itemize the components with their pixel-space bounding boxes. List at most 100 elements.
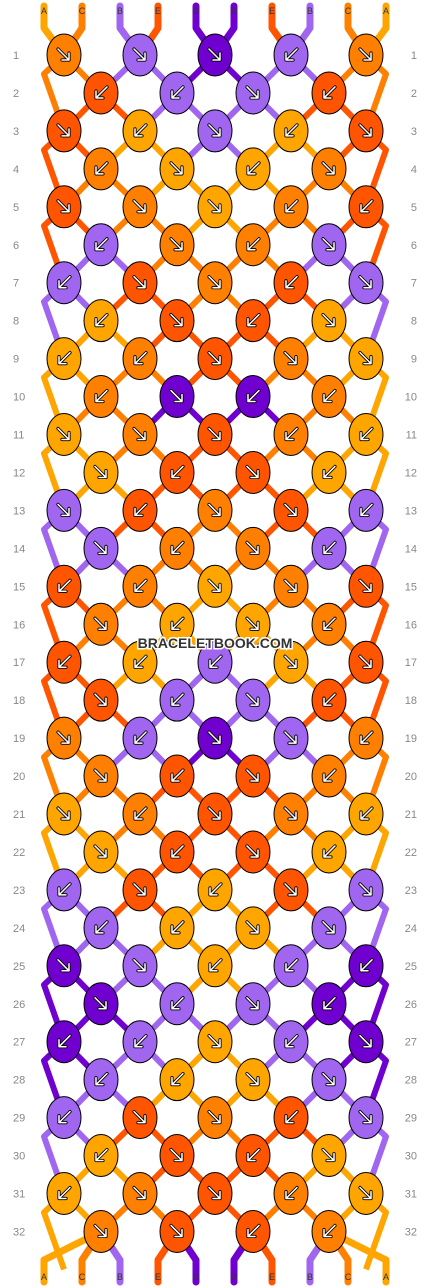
knot-forward[interactable] [46,413,82,456]
knot-forward[interactable] [122,261,158,305]
knot-backward[interactable] [311,1209,347,1253]
knot-backward[interactable] [273,1172,309,1215]
knot-forward[interactable] [311,299,347,343]
knot-forward[interactable] [197,33,233,77]
knot-forward[interactable] [197,185,233,229]
knot-backward[interactable] [348,944,384,988]
knot-forward[interactable] [348,261,384,305]
knot-backward[interactable] [273,944,309,988]
knot-backward[interactable] [311,602,347,646]
knot-forward[interactable] [235,830,271,874]
knot-backward[interactable] [159,754,195,798]
knot-forward[interactable] [197,1020,233,1064]
knot-backward[interactable] [46,261,82,305]
knot-backward[interactable] [311,71,347,115]
knot-forward[interactable] [197,792,233,836]
knot-forward[interactable] [273,868,309,912]
knot-backward[interactable] [46,1020,82,1064]
knot-forward[interactable] [348,868,384,912]
knot-forward[interactable] [122,33,158,77]
knot-backward[interactable] [159,830,195,874]
knot-backward[interactable] [311,982,347,1026]
knot-forward[interactable] [46,792,82,836]
knot-backward[interactable] [235,223,271,267]
knot-forward[interactable] [197,337,233,381]
knot-forward[interactable] [159,223,195,267]
knot-forward[interactable] [235,678,271,722]
knot-backward[interactable] [273,109,309,153]
knot-forward[interactable] [83,982,119,1026]
knot-backward[interactable] [348,413,384,456]
knot-backward[interactable] [159,602,195,646]
knot-backward[interactable] [273,413,309,456]
knot-backward[interactable] [83,299,119,343]
knot-forward[interactable] [83,602,119,646]
knot-forward[interactable] [159,1134,195,1178]
knot-forward[interactable] [83,830,119,874]
knot-backward[interactable] [159,982,195,1026]
knot-forward[interactable] [159,1209,195,1253]
knot-backward[interactable] [311,375,347,419]
knot-forward[interactable] [197,488,233,532]
knot-forward[interactable] [273,488,309,532]
knot-forward[interactable] [235,906,271,950]
knot-forward[interactable] [273,716,309,760]
knot-forward[interactable] [311,906,347,950]
knot-forward[interactable] [348,1096,384,1140]
knot-backward[interactable] [83,1058,119,1102]
knot-forward[interactable] [159,147,195,191]
knot-forward[interactable] [122,185,158,229]
knot-forward[interactable] [46,488,82,532]
knot-backward[interactable] [122,488,158,532]
knot-backward[interactable] [83,375,119,419]
knot-forward[interactable] [348,1020,384,1064]
knot-forward[interactable] [273,792,309,836]
knot-backward[interactable] [348,716,384,760]
knot-backward[interactable] [311,754,347,798]
knot-backward[interactable] [311,830,347,874]
knot-backward[interactable] [83,906,119,950]
knot-forward[interactable] [83,1209,119,1253]
knot-forward[interactable] [46,716,82,760]
knot-forward[interactable] [235,1058,271,1102]
knot-backward[interactable] [311,526,347,570]
knot-forward[interactable] [273,564,309,608]
knot-backward[interactable] [159,526,195,570]
knot-backward[interactable] [197,868,233,912]
knot-forward[interactable] [83,450,119,494]
knot-forward[interactable] [235,754,271,798]
knot-forward[interactable] [197,716,233,760]
knot-backward[interactable] [83,223,119,267]
knot-backward[interactable] [273,261,309,305]
knot-backward[interactable] [122,564,158,608]
knot-backward[interactable] [159,1058,195,1102]
knot-forward[interactable] [311,147,347,191]
knot-backward[interactable] [122,640,158,684]
knot-backward[interactable] [122,109,158,153]
knot-backward[interactable] [122,716,158,760]
knot-backward[interactable] [83,147,119,191]
knot-backward[interactable] [46,564,82,608]
knot-backward[interactable] [46,640,82,684]
knot-backward[interactable] [159,906,195,950]
knot-forward[interactable] [311,1134,347,1178]
knot-backward[interactable] [122,1020,158,1064]
knot-forward[interactable] [46,185,82,229]
knot-forward[interactable] [46,33,82,77]
knot-forward[interactable] [273,337,309,381]
knot-forward[interactable] [235,450,271,494]
knot-forward[interactable] [348,109,384,153]
knot-forward[interactable] [46,109,82,153]
knot-forward[interactable] [348,1172,384,1215]
knot-forward[interactable] [197,261,233,305]
knot-backward[interactable] [83,71,119,115]
knot-forward[interactable] [122,413,158,456]
knot-backward[interactable] [235,147,271,191]
knot-forward[interactable] [348,564,384,608]
knot-forward[interactable] [273,640,309,684]
knot-backward[interactable] [348,185,384,229]
knot-forward[interactable] [83,754,119,798]
knot-backward[interactable] [122,337,158,381]
knot-forward[interactable] [83,526,119,570]
knot-forward[interactable] [348,33,384,77]
